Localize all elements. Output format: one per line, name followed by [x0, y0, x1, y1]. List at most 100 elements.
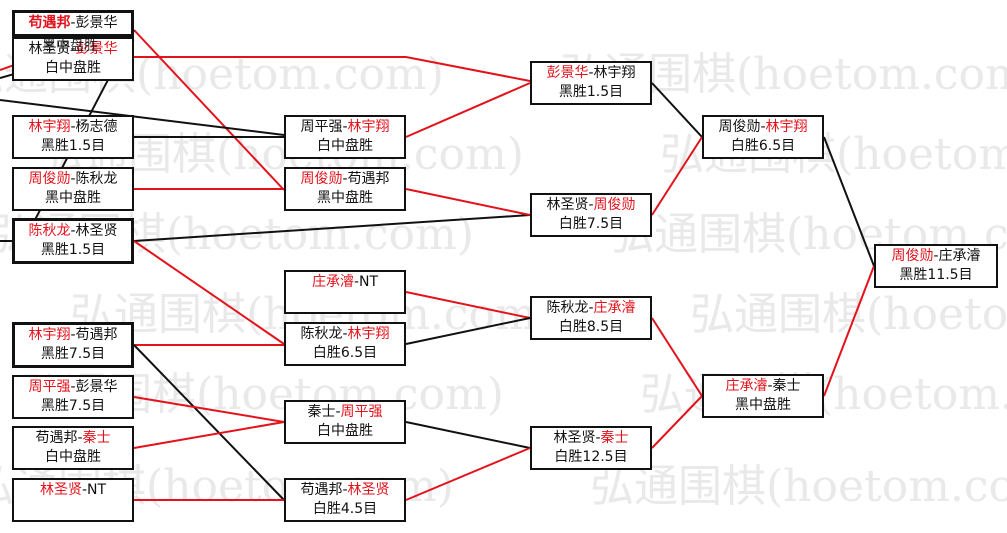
- player-black: 周平强: [300, 119, 343, 135]
- player-white: NT: [359, 274, 379, 290]
- match-players: 林圣贤-NT: [14, 481, 132, 500]
- player-separator: -: [77, 430, 83, 446]
- connector-line: [133, 29, 285, 191]
- match-result: 白胜6.5目: [312, 345, 378, 361]
- match-players: 周俊勋-庄承濬: [876, 247, 996, 266]
- player-white: 秦士: [772, 378, 801, 394]
- connector-line: [823, 265, 875, 397]
- player-white: 秦士: [600, 430, 629, 446]
- player-black: 林圣贤: [546, 197, 589, 213]
- player-white: 陈秋龙: [75, 171, 118, 187]
- player-white: 周俊勋: [593, 197, 636, 213]
- match-box-r2m6: 苟遇邦-林圣贤白胜4.5目: [284, 478, 406, 522]
- connector-line: [405, 317, 531, 345]
- player-black: 庄承濬: [311, 274, 354, 290]
- match-box-r1m9: 林圣贤-NT: [12, 478, 134, 522]
- match-result: 黑胜1.5目: [558, 84, 624, 100]
- player-separator: -: [342, 326, 348, 342]
- match-box-r4m1: 周俊勋-林宇翔白胜6.5目: [702, 115, 824, 159]
- player-separator: -: [353, 274, 360, 290]
- player-black: 彭景华: [546, 65, 589, 81]
- player-separator: -: [70, 15, 76, 31]
- match-players: 林圣贤-周俊勋: [532, 196, 650, 215]
- player-black: 周俊勋: [891, 248, 934, 264]
- match-box-r1m4: 周俊勋-陈秋龙黑中盘胜: [12, 167, 134, 211]
- match-players: 苟遇邦-秦士: [14, 429, 132, 448]
- match-result: 黑中盘胜: [317, 190, 373, 206]
- match-players: 陈秋龙-林宇翔: [286, 325, 404, 344]
- match-result: 黑胜7.5目: [40, 346, 106, 362]
- player-separator: -: [767, 378, 773, 394]
- connector-line: [405, 82, 531, 138]
- player-white: 庄承濬: [938, 248, 981, 264]
- player-black: 秦士: [307, 404, 336, 420]
- player-separator: -: [933, 248, 939, 264]
- player-separator: -: [588, 197, 594, 213]
- match-players: 林宇翔-杨志德: [14, 118, 132, 137]
- match-box-r2m5: 秦士-周平强白中盘胜: [284, 400, 406, 444]
- match-box-r3m2: 林圣贤-周俊勋白胜7.5目: [530, 193, 652, 237]
- match-players: 庄承濬-秦士: [704, 377, 822, 396]
- player-black: 苟遇邦: [28, 15, 71, 31]
- match-players: 庄承濬-NT: [286, 273, 404, 292]
- match-players: 陈秋龙-庄承濬: [532, 299, 650, 318]
- player-white: 苟遇邦: [75, 327, 118, 343]
- player-white: 周平强: [340, 404, 383, 420]
- match-box-r5m1: 周俊勋-庄承濬黑胜11.5目: [874, 244, 998, 288]
- player-black: 周俊勋: [718, 119, 761, 135]
- match-players: 林宇翔-苟遇邦: [15, 326, 131, 345]
- connector-line: [133, 214, 531, 242]
- match-result: 白胜6.5目: [730, 138, 796, 154]
- player-white: 秦士: [82, 430, 111, 446]
- player-black: 陈秋龙: [300, 326, 343, 342]
- player-white: 林圣贤: [75, 223, 118, 239]
- match-box-r1m1: 苟遇邦-彭景华: [12, 10, 134, 37]
- match-result: 白中盘胜: [317, 423, 373, 439]
- player-separator: -: [70, 41, 76, 57]
- player-black: 林圣贤: [553, 430, 596, 446]
- connector-line: [405, 291, 531, 319]
- player-black: 周平强: [28, 379, 71, 395]
- player-separator: -: [70, 327, 76, 343]
- match-box-r3m1: 彭景华-林宇翔黑胜1.5目: [530, 61, 652, 105]
- player-white: 林宇翔: [593, 65, 636, 81]
- player-white: 苟遇邦: [347, 171, 390, 187]
- match-box-r2m2: 周俊勋-苟遇邦黑中盘胜: [284, 167, 406, 211]
- match-result: 黑胜7.5目: [40, 398, 106, 414]
- player-black: 周俊勋: [28, 171, 71, 187]
- match-box-r1m7: 周平强-彭景华黑胜7.5目: [12, 375, 134, 419]
- player-separator: -: [70, 171, 76, 187]
- player-separator: -: [342, 482, 348, 498]
- player-black: 苟遇邦: [35, 430, 78, 446]
- connector-line: [133, 421, 285, 449]
- player-black: 陈秋龙: [28, 223, 71, 239]
- player-black: 周俊勋: [300, 171, 343, 187]
- match-result: 白胜4.5目: [312, 501, 378, 517]
- match-box-r4m2: 庄承濬-秦士黑中盘胜: [702, 374, 824, 418]
- match-result: 白中盘胜: [45, 449, 101, 465]
- match-players: 林圣贤-秦士: [532, 429, 650, 448]
- match-players: 周平强-彭景华: [14, 378, 132, 397]
- match-players: 周平强-林宇翔: [286, 118, 404, 137]
- match-box-r3m3: 陈秋龙-庄承濬白胜8.5目: [530, 296, 652, 340]
- connector-line: [405, 56, 531, 82]
- player-separator: -: [342, 171, 348, 187]
- player-separator: -: [342, 119, 348, 135]
- match-box-r1m8: 苟遇邦-秦士白中盘胜: [12, 426, 134, 470]
- match-result: 黑胜1.5目: [40, 138, 106, 154]
- overlapping-result: 黑中盘胜: [42, 38, 98, 54]
- player-separator: -: [70, 223, 76, 239]
- match-players: 秦士-周平强: [286, 403, 404, 422]
- match-result: 黑胜11.5目: [899, 267, 973, 283]
- connector-line: [405, 188, 531, 216]
- player-black: 林圣贤: [39, 482, 82, 498]
- connector-line: [823, 136, 875, 267]
- player-white: 彭景华: [75, 379, 118, 395]
- match-box-r2m3: 庄承濬-NT: [284, 270, 406, 314]
- player-separator: -: [588, 65, 594, 81]
- player-white: 彭景华: [75, 41, 118, 57]
- match-box-r3m4: 林圣贤-秦士白胜12.5目: [530, 426, 652, 470]
- match-result: 白胜8.5目: [558, 319, 624, 335]
- connector-line: [651, 317, 703, 397]
